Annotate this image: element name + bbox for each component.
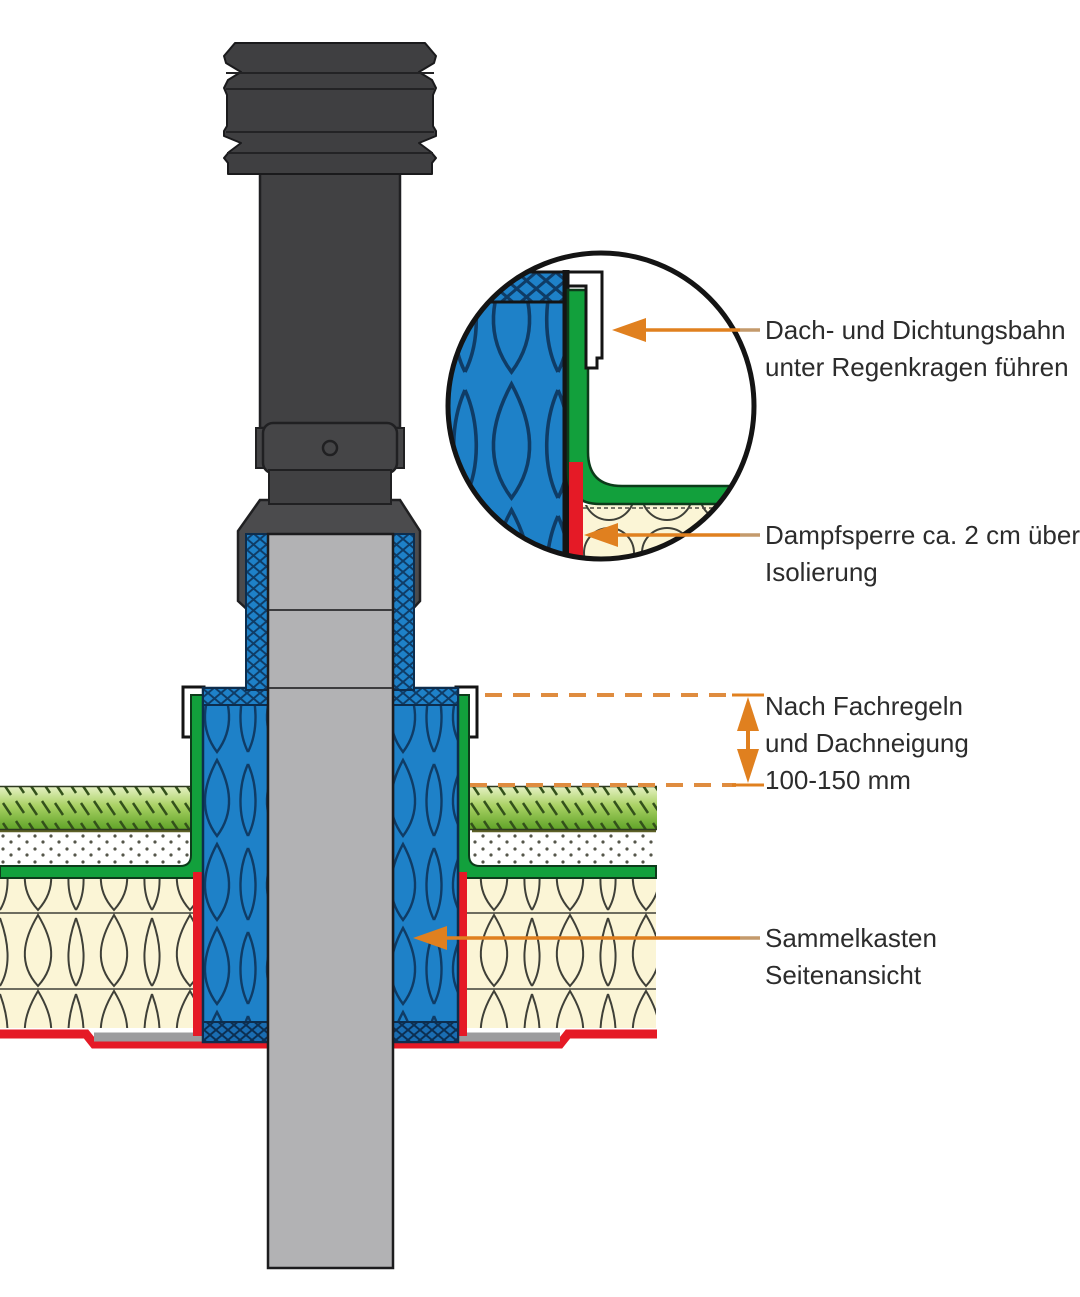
label-line: und Dachneigung	[765, 728, 969, 758]
vegetation-layer-right	[470, 785, 657, 831]
vapor-barrier-riser-left	[193, 872, 204, 1036]
label-collection-box: Sammelkasten Seitenansicht	[765, 920, 937, 994]
label-line: Nach Fachregeln	[765, 691, 963, 721]
leader-arrowhead	[413, 926, 447, 950]
vent-pipe-body	[258, 168, 402, 430]
detail-rain-collar	[566, 270, 604, 370]
label-line: Dach- und Dichtungsbahn	[765, 315, 1066, 345]
vegetation-layer-left	[0, 785, 190, 831]
detail-insulation-hatch-band	[449, 272, 566, 302]
insulation-sleeve-right	[391, 533, 415, 691]
label-rain-membrane: Dach- und Dichtungsbahn unter Regenkrage…	[765, 312, 1069, 386]
annotations	[413, 318, 764, 950]
label-vapor-barrier: Dampfsperre ca. 2 cm über Isolierung	[765, 517, 1080, 591]
label-line: Dampfsperre ca. 2 cm über	[765, 520, 1080, 550]
vapor-barrier-left	[0, 1029, 268, 1049]
leader-arrowhead	[612, 318, 646, 342]
label-line: Seitenansicht	[765, 960, 922, 990]
pipe-insulation-columns	[201, 686, 460, 1044]
drain-pipe	[266, 532, 395, 1270]
coupling-screw-hole	[321, 439, 339, 457]
roof-membrane-left	[0, 694, 204, 879]
insulation-sleeve-left	[245, 533, 269, 691]
vapor-barrier-right	[393, 1029, 657, 1049]
vapor-barrier-riser-right	[456, 872, 467, 1036]
leader-collection-box	[413, 926, 760, 950]
pipe-cap	[223, 42, 437, 175]
dimension-arrow	[732, 693, 764, 787]
separation-layer-left	[0, 831, 192, 866]
detail-circle-outline	[445, 250, 757, 562]
detail-circle	[445, 250, 757, 562]
leader-rain-membrane	[612, 318, 760, 342]
separation-layer-right	[472, 831, 656, 866]
leader-arrowhead	[584, 523, 618, 547]
label-line: 100-150 mm	[765, 765, 911, 795]
label-installation-height: Nach Fachregeln und Dachneigung 100-150 …	[765, 688, 969, 799]
thermal-insulation-left	[0, 877, 197, 1028]
roof-buildup	[0, 785, 657, 1049]
label-line: Sammelkasten	[765, 923, 937, 953]
leader-vapor-barrier	[584, 523, 760, 547]
label-line: unter Regenkragen führen	[765, 352, 1069, 382]
thermal-insulation-right	[467, 877, 656, 1028]
vent-pipe-assembly	[223, 42, 437, 505]
detail-vapor-barrier-red	[569, 462, 583, 558]
roof-membrane-right	[456, 694, 657, 879]
label-line: Isolierung	[765, 557, 878, 587]
pipe-coupling	[261, 421, 399, 475]
